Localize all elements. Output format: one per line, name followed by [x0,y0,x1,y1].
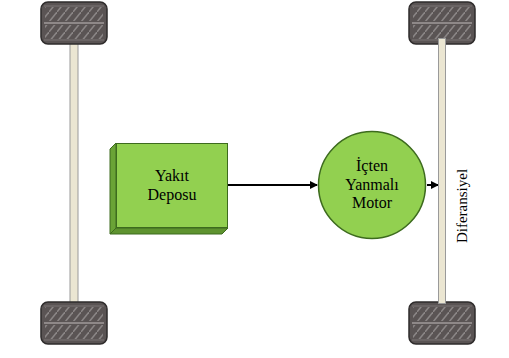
rear-axle [70,38,78,304]
tank-depth [110,228,228,234]
tire [41,2,107,44]
axle-label: Diferansiyel [454,169,471,243]
node-label: İçten Yanmalı Motor [332,157,412,212]
flow-arrow [228,184,317,186]
engine-circle: İçten Yanmalı Motor [317,130,427,240]
tire [409,302,475,344]
node-label: Yakıt Deposu [136,167,208,204]
tire [41,302,107,344]
differential-axle: Diferansiyel [438,38,446,304]
flow-arrow [427,184,438,186]
fuel-tank-box: Yakıt Deposu [116,143,228,228]
